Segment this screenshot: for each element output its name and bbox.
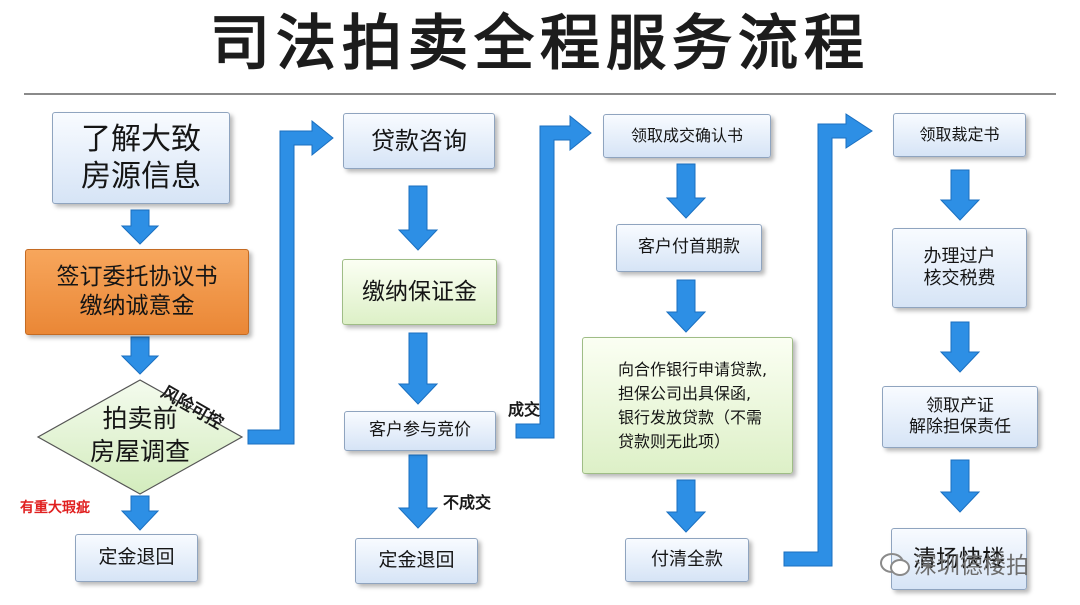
wechat-icon: [880, 551, 910, 576]
arrow-down-icon: [120, 209, 160, 245]
connector-arrow-icon: [515, 114, 592, 439]
step-refund-deposit-1: 定金退回: [75, 534, 198, 582]
label-deal: 成交: [508, 400, 541, 419]
step-understand-listing: 了解大致 房源信息: [52, 112, 230, 204]
step-pay-down-payment: 客户付首期款: [616, 224, 762, 272]
arrow-down-icon: [665, 479, 707, 533]
arrow-down-icon: [397, 454, 439, 529]
arrow-down-icon: [665, 279, 707, 333]
arrow-down-icon: [665, 163, 707, 219]
title-divider: [24, 93, 1056, 95]
step-receive-confirmation: 领取成交确认书: [603, 114, 771, 158]
arrow-down-icon: [397, 332, 439, 405]
connector-arrow-icon: [247, 119, 334, 445]
label-major-defect: 有重大瑕疵: [20, 500, 90, 516]
watermark-text: 深圳德楼拍: [914, 553, 1029, 579]
arrow-down-icon: [397, 185, 439, 251]
step-sign-agreement: 签订委托协议书 缴纳诚意金: [25, 249, 249, 335]
arrow-down-icon: [120, 495, 160, 531]
step-pay-deposit: 缴纳保证金: [342, 259, 497, 325]
step-receive-ruling: 领取裁定书: [893, 113, 1026, 157]
step-bidding: 客户参与竞价: [344, 411, 496, 451]
decision-diamond: [36, 379, 244, 495]
connector-arrow-icon: [783, 113, 873, 567]
arrow-down-icon: [120, 336, 160, 375]
step-receive-certificate: 领取产证 解除担保责任: [882, 386, 1038, 448]
step-loan-consultation: 贷款咨询: [343, 113, 495, 169]
arrow-down-icon: [939, 321, 981, 373]
step-transfer-tax: 办理过户 核交税费: [892, 228, 1027, 308]
step-refund-deposit-2: 定金退回: [355, 538, 478, 584]
watermark: 深圳德楼拍: [880, 546, 1029, 580]
step-pre-auction-survey: 拍卖前 房屋调查: [89, 404, 190, 466]
arrow-down-icon: [939, 169, 981, 221]
step-pay-full: 付清全款: [625, 538, 749, 582]
step-bank-loan: 向合作银行申请贷款, 担保公司出具保函, 银行发放贷款（不需 贷款则无此项）: [582, 337, 793, 474]
page-title: 司法拍卖全程服务流程: [210, 9, 870, 79]
label-no-deal: 不成交: [443, 493, 492, 512]
arrow-down-icon: [939, 459, 981, 513]
